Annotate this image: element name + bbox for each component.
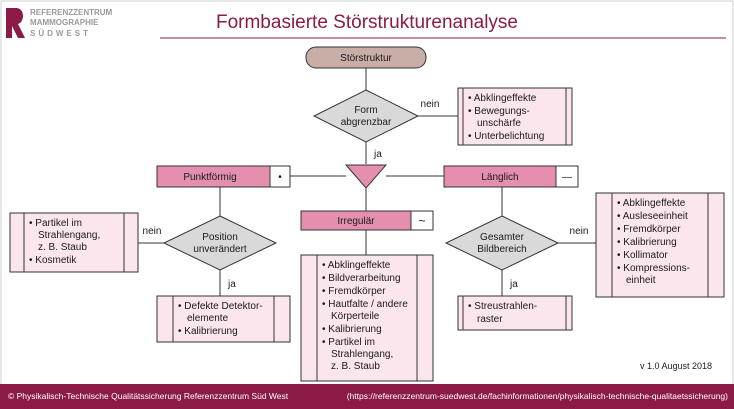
wave-icon: ~ <box>418 214 425 228</box>
logo-line-2: MAMMOGRAPHIE <box>30 18 99 27</box>
decision-form-line-1: Form <box>354 105 377 116</box>
box-bereich-no <box>595 192 725 298</box>
footer-copyright: © Physikalisch-Technische Qualitätssiche… <box>8 391 289 401</box>
box-irreg-item-6: • Partikel im <box>322 337 375 348</box>
start-label: Störstruktur <box>340 53 392 64</box>
dot-symbol-box <box>269 165 291 188</box>
footer-url: (https://referenzzentrum-suedwest.de/fac… <box>347 391 728 401</box>
version-label: v 1.0 August 2018 <box>640 361 712 371</box>
header-irregulaer-label: Irregulär <box>337 216 375 227</box>
split-triangle <box>344 164 388 189</box>
box-irreg-item-6c: z. B. Staub <box>331 361 380 372</box>
line-symbol-box <box>555 165 579 188</box>
box-position-no-item-1b: Strahlengang, <box>38 230 100 241</box>
label-ja-bereich: ja <box>509 279 518 290</box>
decision-bereich <box>444 215 560 271</box>
label-ja-position: ja <box>227 279 236 290</box>
decision-position-line-2: unverändert <box>193 244 247 255</box>
page-title: Formbasierte Störstrukturenanalyse <box>216 12 518 33</box>
box-bereich-no-item-6: • Kompressions- <box>617 263 690 274</box>
line-icon: — <box>562 172 572 183</box>
box-position-no-item-1c: z. B. Staub <box>38 242 87 253</box>
box-irreg-item-4b: Körperteile <box>331 311 380 322</box>
header-laenglich-label: Länglich <box>481 172 518 183</box>
logo-line-3: SÜDWEST <box>30 29 91 38</box>
box-position-no <box>9 212 139 273</box>
decision-bereich-line-2: Bildbereich <box>477 244 526 255</box>
wave-symbol-box <box>410 210 434 231</box>
box-bereich-yes <box>457 295 573 331</box>
label-nein-bereich: nein <box>570 226 589 237</box>
box-bereich-no-item-6b: einheit <box>626 275 656 286</box>
logo: REFERENZZENTRUM MAMMOGRAPHIE SÜDWEST <box>6 8 113 38</box>
box-form-no-item-3: • Unterbelichtung <box>468 131 544 142</box>
box-irreg-item-1: • Abklingeffekte <box>322 260 391 271</box>
start-node <box>305 46 427 69</box>
label-nein-position: nein <box>143 226 162 237</box>
label-ja-form: ja <box>373 149 382 160</box>
decision-form <box>312 89 420 143</box>
box-irreg-item-4: • Hautfalte / andere <box>322 299 408 310</box>
label-nein-form: nein <box>421 99 440 110</box>
box-bereich-yes-item-1: • Streustrahlen- <box>468 301 537 312</box>
box-irregulaer <box>300 254 434 382</box>
box-bereich-no-item-5: • Kollimator <box>617 250 668 261</box>
box-form-no <box>457 87 573 146</box>
header-punktfoermig-label: Punktförmig <box>183 172 236 183</box>
box-irreg-item-5: • Kalibrierung <box>322 324 382 335</box>
box-position-yes <box>156 295 291 343</box>
box-bereich-yes-item-1b: raster <box>477 314 503 325</box>
box-position-yes-item-1: • Defekte Detektor- <box>178 301 263 312</box>
box-irreg-item-6b: Strahlengang, <box>331 349 393 360</box>
box-bereich-no-item-1: • Abklingeffekte <box>617 198 686 209</box>
decision-bereich-line-1: Gesamter <box>480 232 525 243</box>
box-bereich-no-item-2: • Ausleseeinheit <box>617 211 688 222</box>
box-position-no-item-1: • Partikel im <box>29 218 82 229</box>
box-position-yes-item-1b: elemente <box>187 313 229 324</box>
box-form-no-item-2b: unschärfe <box>477 118 521 129</box>
logo-mark <box>6 8 25 38</box>
decision-form-line-2: abgrenzbar <box>341 117 392 128</box>
box-bereich-no-item-3: • Fremdkörper <box>617 224 681 235</box>
box-bereich-no-item-4: • Kalibrierung <box>617 237 677 248</box>
footer-bar <box>0 384 734 409</box>
dot-icon: • <box>278 172 282 183</box>
decision-position-line-1: Position <box>202 232 238 243</box>
box-form-no-item-2: • Bewegungs- <box>468 106 530 117</box>
logo-line-1: REFERENZZENTRUM <box>30 8 113 17</box>
box-position-no-item-2: • Kosmetik <box>29 255 77 266</box>
box-position-yes-item-2: • Kalibrierung <box>178 326 238 337</box>
box-form-no-item-1: • Abklingeffekte <box>468 93 537 104</box>
box-irreg-item-2: • Bildverarbeitung <box>322 273 401 284</box>
box-irreg-item-3: • Fremdkörper <box>322 286 386 297</box>
decision-position <box>162 215 278 271</box>
